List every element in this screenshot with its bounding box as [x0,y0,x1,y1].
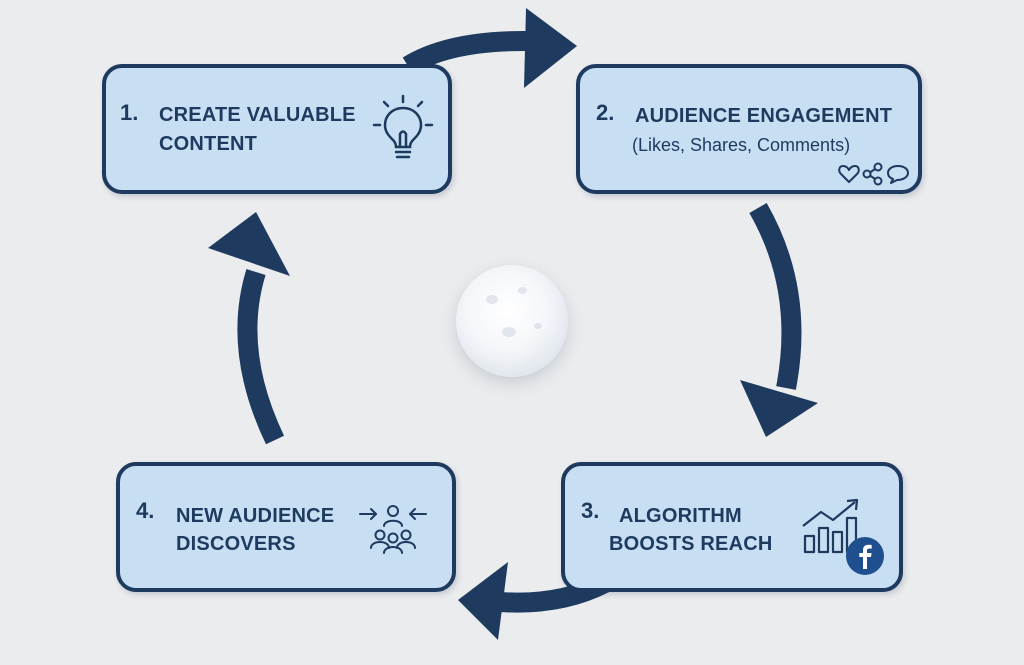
arrow-4-to-1 [237,269,285,445]
step-3-box: 3. ALGORITHM BOOSTS REACH [561,462,903,592]
share-icon [862,162,883,186]
step-2-number: 2. [596,100,615,125]
arrowhead-1-to-2 [524,8,577,88]
step-2-title: AUDIENCE ENGAGEMENT [635,105,893,127]
step-4-title-line1: NEW AUDIENCE [176,505,335,527]
step-3-title-line2: BOOSTS REACH [609,533,773,555]
facebook-icon [846,537,884,575]
step-2-box: 2. AUDIENCE ENGAGEMENT (Likes, Shares, C… [576,64,922,194]
step-3-title-line1: ALGORITHM [619,505,742,527]
step-4-box: 4. NEW AUDIENCE DISCOVERS [116,462,456,592]
step-1-box: 1. CREATE VALUABLE CONTENT [102,64,452,194]
step-4-title-line2: DISCOVERS [176,533,296,555]
arrow-2-to-3 [749,203,802,390]
arrowhead-2-to-3 [740,380,818,437]
sphere-icon [456,265,568,377]
lightbulb-icon [372,94,434,159]
step-3-number: 3. [581,498,600,523]
growth-chart-icon [802,498,859,554]
step-2-subtitle: (Likes, Shares, Comments) [632,135,851,155]
comment-icon [887,165,909,184]
audience-group-icon [359,505,427,554]
step-1-number: 1. [120,100,139,125]
arrowhead-3-to-4 [458,562,508,640]
step-1-title-line1: CREATE VALUABLE [159,104,356,126]
step-1-title-line2: CONTENT [159,133,258,155]
heart-icon [838,165,860,183]
arrowhead-4-to-1 [208,212,290,276]
arrow-1-to-2 [402,30,531,75]
step-4-number: 4. [136,498,155,523]
